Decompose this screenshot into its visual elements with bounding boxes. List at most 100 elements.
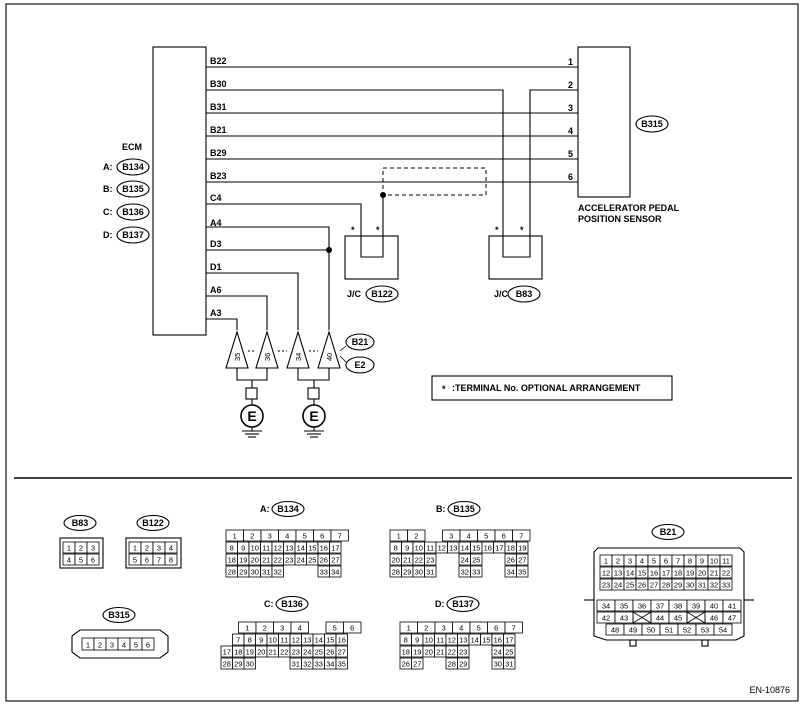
wire-d1 — [206, 272, 299, 330]
svg-text:6: 6 — [568, 172, 573, 182]
pin-cell: 33 — [317, 565, 330, 578]
svg-text:28: 28 — [223, 660, 231, 669]
svg-text:23: 23 — [602, 581, 610, 590]
pin-cell: 19 — [516, 541, 529, 554]
optional-mark: * — [495, 225, 499, 235]
svg-text:5: 5 — [79, 556, 83, 565]
svg-text:36: 36 — [263, 353, 272, 361]
svg-text:12: 12 — [292, 636, 300, 645]
svg-text:B136: B136 — [281, 599, 303, 609]
svg-text:11: 11 — [262, 544, 270, 553]
pin-cell: 28 — [389, 565, 402, 578]
svg-text:12: 12 — [274, 544, 282, 553]
pin-cell: 30 — [491, 657, 504, 670]
svg-text:4: 4 — [298, 624, 302, 633]
pin-cell: 29 — [232, 657, 245, 670]
pin-cell: 19 — [237, 553, 250, 566]
optional-mark: * — [376, 225, 380, 235]
junction-dot-d3 — [326, 247, 332, 253]
svg-text:3: 3 — [91, 544, 95, 553]
svg-text:27: 27 — [413, 660, 421, 669]
svg-text:34: 34 — [294, 353, 303, 361]
pin-cell: 5 — [74, 553, 88, 566]
svg-text:26: 26 — [638, 581, 646, 590]
svg-text:27: 27 — [518, 556, 526, 565]
svg-text:C4: C4 — [210, 193, 222, 203]
svg-text:24: 24 — [297, 556, 305, 565]
pin-cell: 20 — [248, 553, 261, 566]
pin-cell: 7 — [504, 621, 523, 634]
pin-cell: 34 — [504, 565, 517, 578]
svg-text:22: 22 — [722, 569, 730, 578]
svg-text:B137: B137 — [122, 230, 144, 240]
svg-text:B315: B315 — [108, 610, 130, 620]
svg-text:29: 29 — [234, 660, 242, 669]
pin-cell: 7 — [232, 633, 245, 646]
pin-cell: 2 — [407, 529, 426, 542]
svg-text:7: 7 — [338, 532, 342, 541]
svg-text:12: 12 — [602, 569, 610, 578]
pin-cell: 42 — [596, 611, 616, 624]
ground-connector-tag-b21: B21 — [345, 333, 375, 351]
svg-text:B135: B135 — [122, 184, 144, 194]
svg-text:21: 21 — [710, 569, 718, 578]
pin-cell: 2 — [611, 554, 625, 567]
pin-cell: 11 — [424, 541, 437, 554]
svg-text:2: 2 — [250, 532, 254, 541]
svg-text:13: 13 — [614, 569, 622, 578]
pin-cell: 11 — [278, 633, 291, 646]
ground-connector-tag-e2: E2 — [345, 356, 375, 374]
pin-cell: 17 — [493, 541, 506, 554]
svg-text:D:: D: — [435, 599, 445, 609]
svg-text:20: 20 — [392, 556, 400, 565]
svg-text:25: 25 — [505, 648, 513, 657]
pin-cell: 32 — [271, 565, 284, 578]
pin-cell: 35 — [335, 657, 348, 670]
svg-text:34: 34 — [326, 660, 334, 669]
svg-text:40: 40 — [710, 602, 718, 611]
svg-text:31: 31 — [426, 568, 434, 577]
svg-text:18: 18 — [507, 544, 515, 553]
svg-text:36: 36 — [638, 602, 646, 611]
pin-cell: 17 — [659, 566, 673, 579]
svg-text:31: 31 — [262, 568, 270, 577]
pin-cell: 33 — [719, 578, 733, 591]
pin-cell: 17 — [329, 541, 342, 554]
svg-text:B136: B136 — [122, 207, 144, 217]
pin-cell: 27 — [335, 645, 348, 658]
svg-text:24: 24 — [303, 648, 311, 657]
pin-cell: 29 — [401, 565, 414, 578]
svg-text:25: 25 — [315, 648, 323, 657]
ground-terminals: 35 36 34 40 — [225, 330, 341, 369]
pin-cell: 8 — [389, 541, 402, 554]
svg-text:E: E — [309, 408, 318, 424]
svg-text:13: 13 — [459, 636, 467, 645]
pin-cell: 41 — [722, 599, 742, 612]
svg-text:34: 34 — [602, 602, 610, 611]
svg-text:18: 18 — [234, 648, 242, 657]
pin-cell: 29 — [457, 657, 470, 670]
pin-cell: 29 — [671, 578, 685, 591]
svg-text:26: 26 — [402, 660, 410, 669]
svg-text:10: 10 — [425, 636, 433, 645]
pin-cell: 45 — [668, 611, 688, 624]
svg-text:51: 51 — [665, 626, 673, 635]
svg-text:34: 34 — [331, 568, 339, 577]
pin-cell: 18 — [671, 566, 685, 579]
pin-cell: 2 — [243, 529, 262, 542]
connector-tag-b122: B122 — [136, 514, 170, 532]
pin-cell: 24 — [611, 578, 625, 591]
svg-text:8: 8 — [688, 557, 692, 566]
pin-cell: 16 — [335, 633, 348, 646]
svg-text:14: 14 — [297, 544, 305, 553]
pin-cell: 18 — [232, 645, 245, 658]
svg-text:30: 30 — [246, 660, 254, 669]
svg-text:4: 4 — [467, 532, 471, 541]
svg-text:E: E — [247, 408, 256, 424]
svg-text:3: 3 — [449, 532, 453, 541]
svg-text:5: 5 — [652, 557, 656, 566]
svg-text:11: 11 — [722, 557, 730, 566]
ecm-connector-c: C: B136 — [103, 203, 150, 221]
pin-cell: 21 — [260, 553, 273, 566]
svg-text:32: 32 — [303, 660, 311, 669]
